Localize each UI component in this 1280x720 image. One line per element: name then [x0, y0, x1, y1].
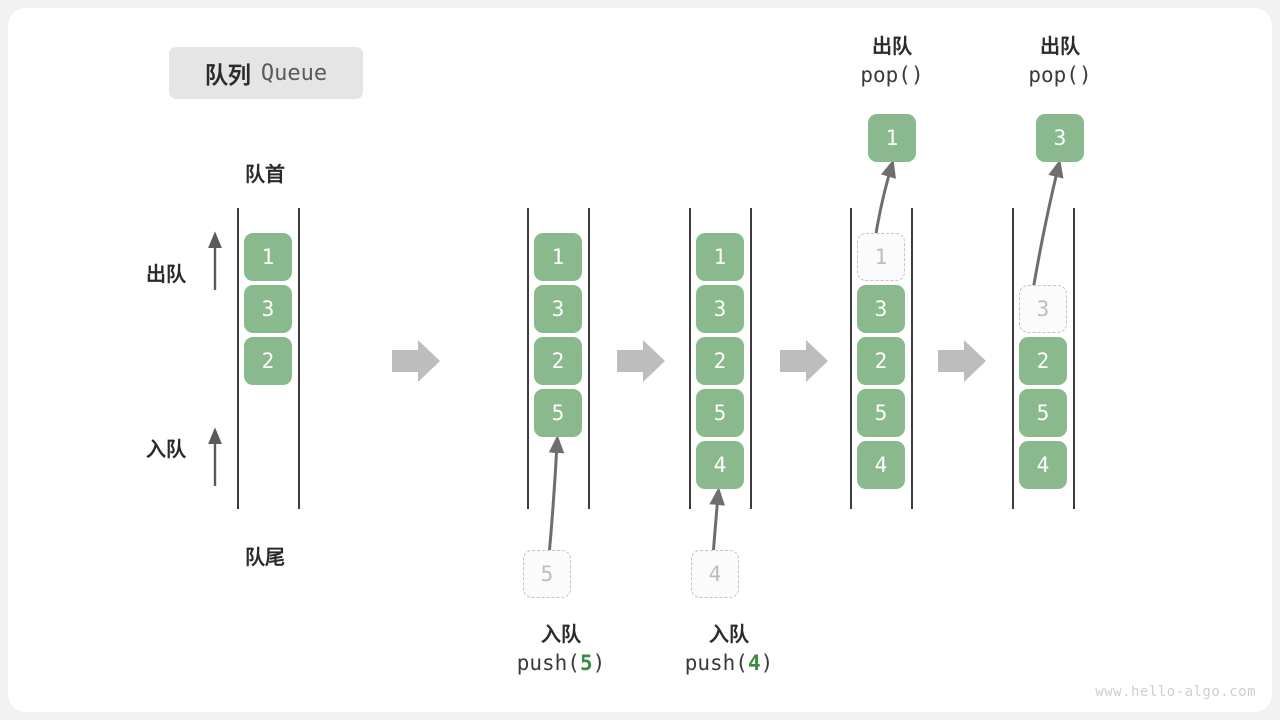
pop-3-label-code: pop()	[1028, 63, 1092, 87]
pop-1-label-code: pop()	[860, 63, 924, 87]
pop-1-result-cell: 1	[868, 114, 916, 162]
pop-3-result-cell: 3	[1036, 114, 1084, 162]
watermark: www.hello-algo.com	[1095, 684, 1256, 700]
rail-right	[750, 208, 752, 509]
push-5-label-code: push(5)	[516, 651, 606, 675]
push-5-label-cn: 入队	[541, 622, 581, 646]
rail-left	[1012, 208, 1014, 509]
push-4-label: 入队 push(4)	[685, 620, 774, 678]
queue-cell[interactable]: 3	[696, 285, 744, 333]
queue-cell[interactable]: 4	[1019, 441, 1067, 489]
push-5-source-cell: 5	[523, 550, 571, 598]
title-badge: 队列 Queue	[169, 47, 363, 99]
queue-cell[interactable]: 4	[857, 441, 905, 489]
rail-right	[588, 208, 590, 509]
push-4-label-code: push(4)	[684, 651, 774, 675]
pop-1-label: 出队 pop()	[860, 32, 923, 90]
queue-cell[interactable]: 2	[1019, 337, 1067, 385]
push-4-label-cn: 入队	[709, 622, 749, 646]
rail-left	[689, 208, 691, 509]
queue-cell[interactable]: 3	[857, 285, 905, 333]
queue-cell-ghost: 3	[1019, 285, 1067, 333]
queue-cell[interactable]: 3	[534, 285, 582, 333]
rail-right	[1073, 208, 1075, 509]
pop-1-label-cn: 出队	[871, 34, 912, 58]
rail-right	[911, 208, 913, 509]
title-en: Queue	[260, 60, 328, 86]
queue-cell[interactable]: 2	[244, 337, 292, 385]
queue-cell[interactable]: 5	[696, 389, 744, 437]
enqueue-label: 入队	[146, 437, 186, 461]
queue-head-label: 队首	[245, 162, 285, 186]
queue-cell[interactable]: 1	[534, 233, 582, 281]
queue-cell[interactable]: 1	[696, 233, 744, 281]
push-4-source-cell: 4	[691, 550, 739, 598]
pop-3-label-cn: 出队	[1039, 34, 1080, 58]
queue-cell[interactable]: 5	[857, 389, 905, 437]
rail-left	[850, 208, 852, 509]
diagram-card	[8, 8, 1272, 712]
queue-tail-label: 队尾	[245, 545, 285, 569]
queue-cell[interactable]: 4	[696, 441, 744, 489]
rail-right	[298, 208, 300, 509]
rail-left	[527, 208, 529, 509]
pop-3-label: 出队 pop()	[1028, 32, 1091, 90]
queue-cell[interactable]: 5	[534, 389, 582, 437]
queue-cell[interactable]: 2	[534, 337, 582, 385]
push-5-label: 入队 push(5)	[517, 620, 606, 678]
queue-cell[interactable]: 2	[696, 337, 744, 385]
queue-cell-ghost: 1	[857, 233, 905, 281]
queue-cell[interactable]: 2	[857, 337, 905, 385]
rail-left	[237, 208, 239, 509]
queue-cell[interactable]: 3	[244, 285, 292, 333]
queue-cell[interactable]: 1	[244, 233, 292, 281]
dequeue-label: 出队	[146, 262, 186, 286]
queue-cell[interactable]: 5	[1019, 389, 1067, 437]
title-cn: 队列	[204, 63, 251, 89]
